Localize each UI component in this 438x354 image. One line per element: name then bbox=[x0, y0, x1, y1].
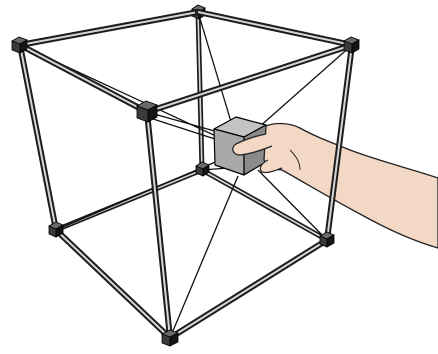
corner-block-top-left bbox=[12, 37, 27, 53]
corner-block-bottom-front bbox=[162, 330, 178, 346]
corner-block-top-right bbox=[344, 37, 359, 53]
corner-block-top-front bbox=[137, 101, 157, 122]
arm-and-palm bbox=[264, 124, 438, 248]
cord-top-back bbox=[198, 12, 232, 125]
cord-bottom-left bbox=[56, 160, 220, 230]
